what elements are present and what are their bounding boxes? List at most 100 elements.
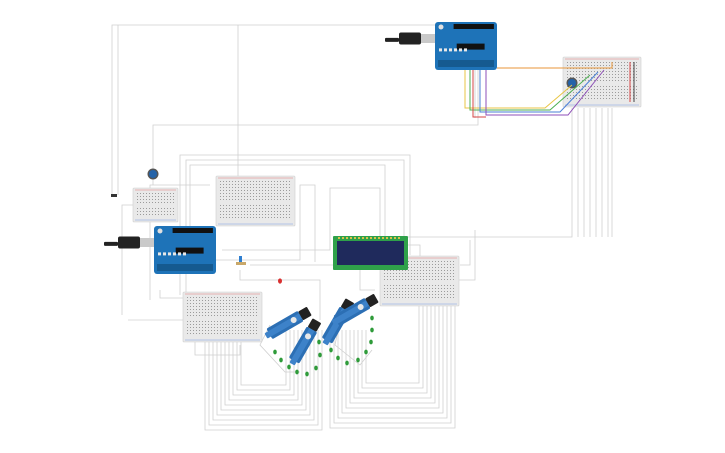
wire xyxy=(121,204,135,315)
servo-motor-icon[interactable] xyxy=(263,306,312,341)
usb-cable xyxy=(385,37,399,42)
wire xyxy=(497,62,613,69)
header-top xyxy=(453,24,494,29)
wire xyxy=(349,305,436,404)
wire xyxy=(469,70,591,111)
component xyxy=(464,48,467,52)
wire xyxy=(361,305,424,389)
led-icon[interactable] xyxy=(345,360,349,366)
wire-layer xyxy=(111,24,613,431)
led-icon[interactable] xyxy=(278,278,282,284)
wire xyxy=(472,70,486,118)
breadboard-body xyxy=(562,56,642,108)
led-icon[interactable] xyxy=(317,339,321,345)
sensor-icon xyxy=(111,194,117,197)
component xyxy=(454,48,457,52)
chip xyxy=(175,247,204,254)
wire xyxy=(210,184,316,262)
component xyxy=(173,252,176,256)
lcd-pin xyxy=(342,237,344,239)
led-icon[interactable] xyxy=(295,369,299,375)
servo-horn xyxy=(298,307,312,320)
wire xyxy=(464,70,573,109)
lcd-screen xyxy=(337,241,404,265)
arduino-uno-top[interactable] xyxy=(385,22,497,70)
wire xyxy=(240,330,287,386)
led-icon[interactable] xyxy=(318,352,322,358)
usb-plug-icon xyxy=(399,32,421,45)
wire xyxy=(250,264,375,291)
lcd-pin xyxy=(374,237,376,239)
wire xyxy=(408,108,573,238)
lcd-pin xyxy=(386,237,388,239)
wire xyxy=(216,330,311,416)
led-icon[interactable] xyxy=(314,365,318,371)
component xyxy=(444,48,447,52)
component xyxy=(178,252,181,256)
breadboard-center-top[interactable] xyxy=(215,175,296,227)
servo-shaft xyxy=(305,333,311,340)
servo-horn xyxy=(365,294,379,307)
breadboard-left-small[interactable] xyxy=(132,187,179,223)
breadboard-holes xyxy=(220,181,290,218)
lcd-pin xyxy=(398,237,400,239)
lcd-pin xyxy=(350,237,352,239)
led-icon[interactable] xyxy=(336,355,340,361)
lcd-pin xyxy=(346,237,348,239)
wire xyxy=(479,70,599,113)
led-icon[interactable] xyxy=(287,364,291,370)
lcd-pin xyxy=(390,237,392,239)
pushbutton-icon xyxy=(239,256,242,262)
wire xyxy=(224,330,303,406)
header-bottom xyxy=(438,60,494,67)
led-icon[interactable] xyxy=(370,327,374,333)
breadboard-body xyxy=(132,187,179,223)
lcd-pin xyxy=(394,237,396,239)
servo-group xyxy=(263,293,379,367)
breadboard-holes xyxy=(187,297,257,334)
led-icon[interactable] xyxy=(273,349,277,355)
led-icon[interactable] xyxy=(305,371,309,377)
breadboard-body xyxy=(182,291,263,343)
wire xyxy=(149,184,210,300)
lcd-display[interactable] xyxy=(333,236,408,270)
led-icon[interactable] xyxy=(370,315,374,321)
lcd-pin xyxy=(338,237,340,239)
usb-cable xyxy=(104,241,118,246)
wire xyxy=(460,240,471,266)
servo-tabs xyxy=(289,324,317,366)
servo-motor-icon[interactable] xyxy=(330,293,379,328)
component xyxy=(158,252,161,256)
arduino-uno-main[interactable] xyxy=(104,226,216,274)
component xyxy=(168,252,171,256)
lcd-pin xyxy=(382,237,384,239)
wire xyxy=(179,154,411,295)
led-icon[interactable] xyxy=(279,357,283,363)
wire xyxy=(353,305,432,399)
wire xyxy=(337,305,448,419)
breadboard-left-bottom[interactable] xyxy=(182,291,263,343)
led-icon[interactable] xyxy=(329,347,333,353)
wire xyxy=(236,330,291,391)
lcd-pin xyxy=(358,237,360,239)
breadboard-body xyxy=(215,175,296,227)
component xyxy=(449,48,452,52)
wire xyxy=(111,24,435,195)
wire xyxy=(455,230,476,281)
wire xyxy=(208,330,319,426)
component xyxy=(183,252,186,256)
wire xyxy=(228,330,299,401)
potentiometer-group xyxy=(111,77,578,197)
chip xyxy=(456,43,485,50)
led-icon[interactable] xyxy=(369,339,373,345)
wire xyxy=(212,330,315,421)
servo-horn xyxy=(308,318,321,332)
reset-button xyxy=(157,228,163,234)
led-icon[interactable] xyxy=(356,357,360,363)
wire xyxy=(194,340,241,356)
servo-motor-icon[interactable] xyxy=(287,318,322,367)
led-icon[interactable] xyxy=(364,349,368,355)
usb-connector xyxy=(421,34,435,43)
wire xyxy=(408,244,421,258)
